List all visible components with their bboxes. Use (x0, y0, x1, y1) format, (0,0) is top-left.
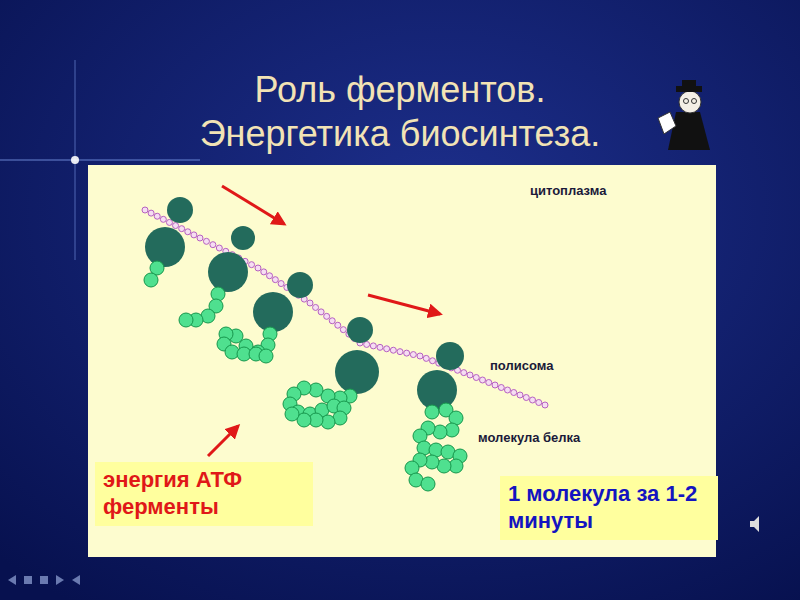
rate-box: 1 молекула за 1-2 минуты (500, 476, 718, 540)
sound-icon (750, 516, 759, 532)
energy-box: энергия АТФ ферменты (95, 462, 313, 526)
slide-title: Роль ферментов. Энергетика биосинтеза. (165, 68, 635, 156)
professor-icon (658, 80, 710, 150)
part-label: молекула белка (478, 430, 580, 445)
ribosomes (145, 197, 464, 410)
direction-arrows (208, 186, 440, 456)
nav-buttons (8, 575, 80, 585)
box-text: 1 молекула за 1-2 минуты (508, 480, 708, 534)
part-label: цитоплазма (530, 183, 606, 198)
mrna-chain (142, 207, 548, 408)
box-text: энергия АТФ ферменты (103, 466, 303, 520)
diagram-panel (88, 165, 716, 557)
part-label: полисома (490, 358, 553, 373)
protein-chains (144, 261, 467, 491)
